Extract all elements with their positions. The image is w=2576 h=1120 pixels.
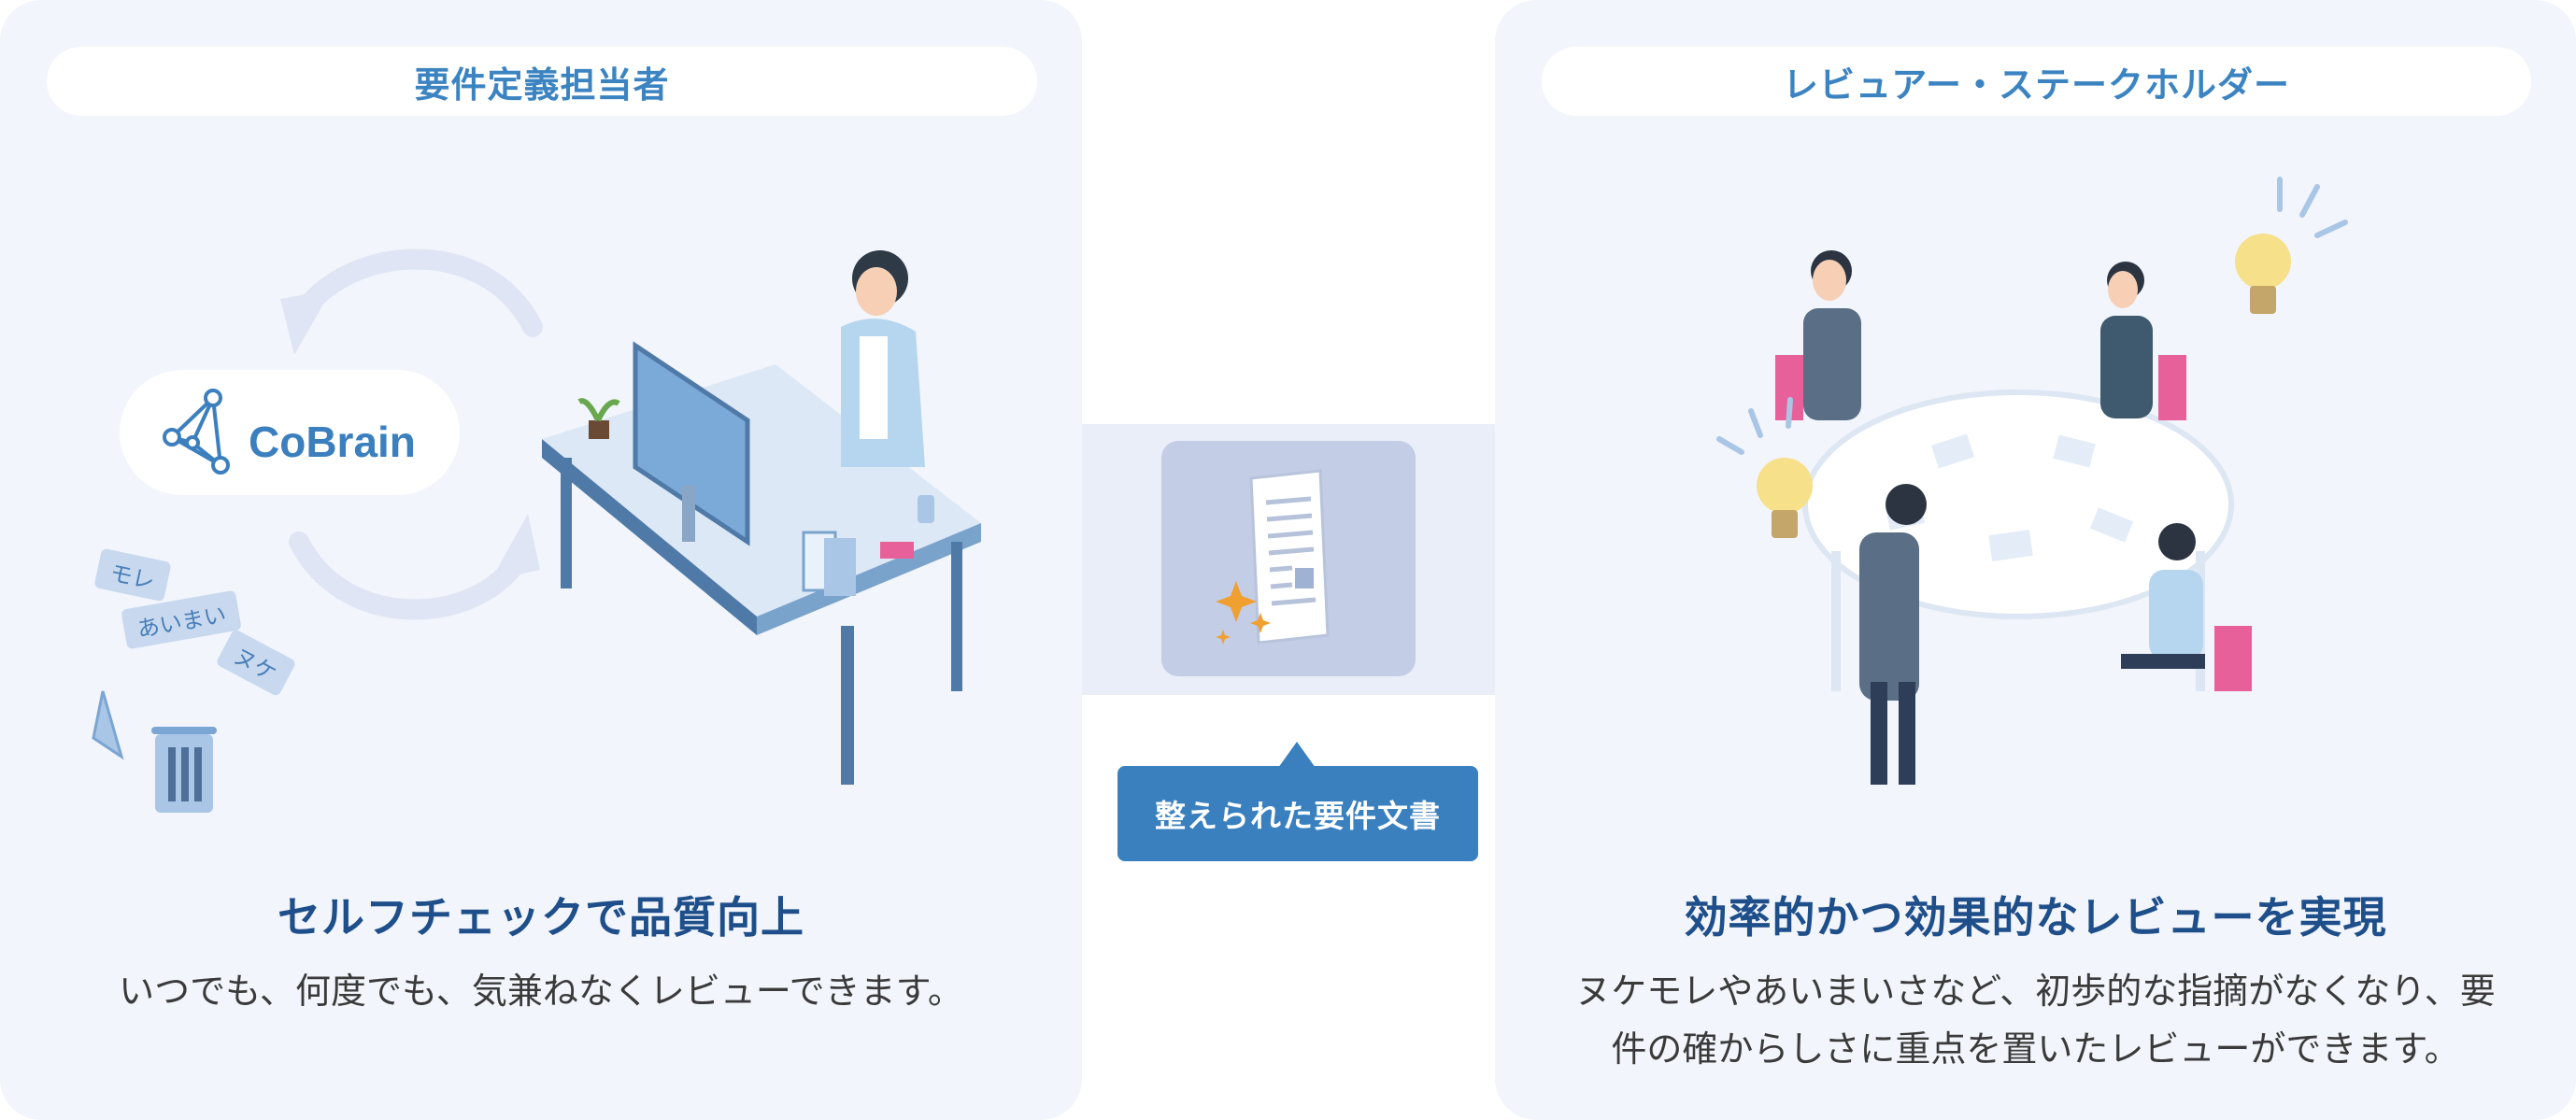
organized-document-label: 整えられた要件文書 [1117, 742, 1478, 861]
tag-missing: モレ [93, 547, 172, 603]
requirements-author-panel: 要件定義担当者 CoBrain モレ あいまい ヌケ [0, 0, 1082, 1120]
network-logo-icon [163, 389, 230, 475]
reviewer-description-line2: 件の確からしさに重点を置いたレビューができます。 [1611, 1028, 2460, 1070]
sparkle-icon [1216, 581, 1271, 645]
doc-label-text: 整えられた要件文書 [1155, 798, 1441, 834]
lightbulb-icon [2235, 177, 2348, 314]
author-heading: セルフチェックで品質向上 [278, 892, 804, 943]
tag-ambiguous: あいまい [121, 589, 242, 650]
reviewer-description-line1: ヌケモレやあいまいさなど、初歩的な指摘がなくなり、要 [1575, 971, 2496, 1012]
monitor-icon [633, 341, 750, 546]
meeting-illustration [1775, 250, 2252, 785]
trash-icon [92, 690, 217, 813]
reviewer-panel: レビュアー・ステークホルダー [1495, 0, 2576, 1120]
cycle-arrows-icon [280, 248, 543, 620]
role-label-reviewer: レビュアー・ステークホルダー [1542, 47, 2531, 116]
document-card [1161, 441, 1416, 676]
lightbulb-icon [1716, 397, 1813, 538]
role-label-author: 要件定義担当者 [47, 47, 1037, 116]
document-icon [1249, 469, 1330, 645]
cobrain-logo-text: CoBrain [249, 418, 416, 466]
desk-worker-illustration [542, 250, 981, 785]
author-description: いつでも、何度でも、気兼ねなくレビューできます。 [119, 971, 963, 1012]
reviewer-heading: 効率的かつ効果的なレビューを実現 [1684, 892, 2387, 943]
